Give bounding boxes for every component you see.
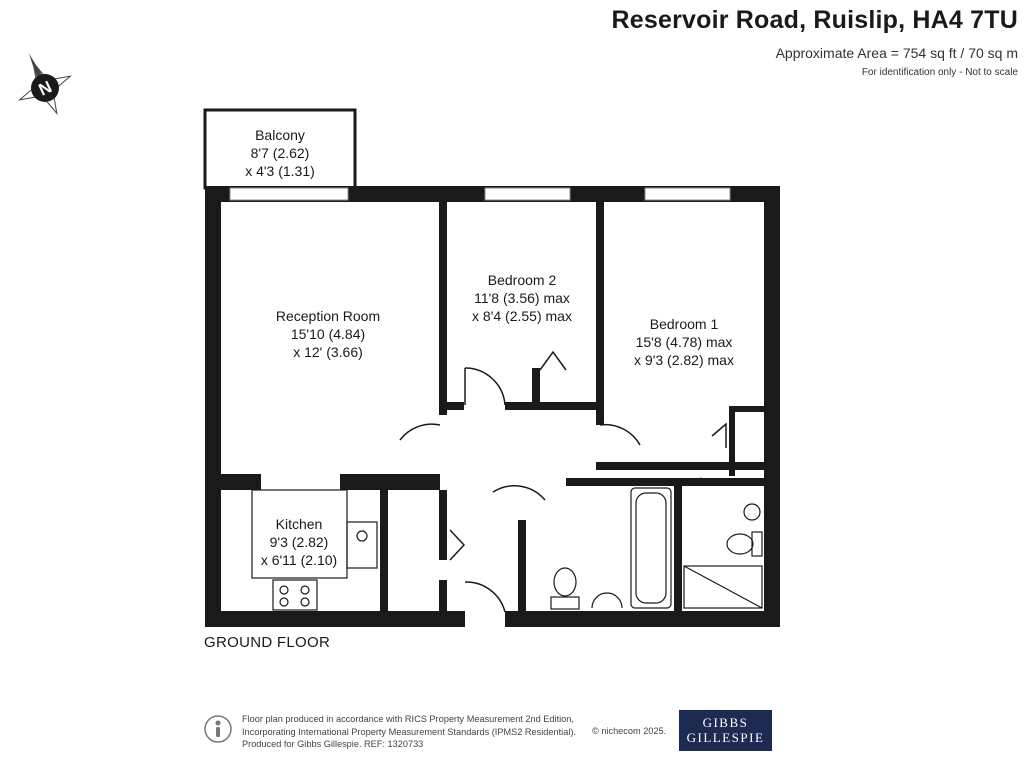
reception-dim2: x 12' (3.66) (293, 344, 363, 360)
reception-dim1: 15'10 (4.84) (291, 326, 365, 342)
kitchen-fixtures (251, 489, 378, 611)
bedroom1-name: Bedroom 1 (650, 316, 719, 332)
walls (205, 186, 780, 627)
gibbs-gillespie-logo: GIBBS GILLESPIE (679, 710, 772, 751)
floor-plan: Balcony 8'7 (2.62) x 4'3 (1.31) Receptio… (203, 108, 780, 627)
balcony-dim1: 8'7 (2.62) (251, 145, 310, 161)
bedroom2-name: Bedroom 2 (488, 272, 557, 288)
room-labels: Balcony 8'7 (2.62) x 4'3 (1.31) Receptio… (245, 127, 734, 568)
logo-line-1: GIBBS (702, 715, 749, 730)
footer-copyright: © nichecom 2025. (592, 726, 667, 736)
identification-note: For identification only - Not to scale (861, 67, 1018, 78)
footer-line-1: Floor plan produced in accordance with R… (242, 714, 574, 724)
property-title: Reservoir Road, Ruislip, HA4 7TU (611, 6, 1018, 34)
door-swings (399, 350, 733, 613)
person-info-icon (204, 715, 232, 743)
bedroom2-dim1: 11'8 (3.56) max (474, 290, 570, 306)
bathroom-fixtures (550, 487, 763, 610)
compass-icon: N (17, 53, 73, 116)
bedroom1-dim1: 15'8 (4.78) max (636, 334, 733, 350)
bedroom1-dim2: x 9'3 (2.82) max (634, 352, 734, 368)
approximate-area: Approximate Area = 754 sq ft / 70 sq m (775, 45, 1018, 61)
floor-label: GROUND FLOOR (204, 634, 331, 651)
footer-line-3: Produced for Gibbs Gillespie. REF: 13207… (242, 739, 424, 749)
kitchen-dim1: 9'3 (2.82) (270, 534, 329, 550)
bedroom2-dim2: x 8'4 (2.55) max (472, 308, 572, 324)
balcony-dim2: x 4'3 (1.31) (245, 163, 315, 179)
kitchen-name: Kitchen (276, 516, 323, 532)
footer-disclaimer: Floor plan produced in accordance with R… (242, 713, 587, 751)
balcony-name: Balcony (255, 127, 305, 143)
footer-line-2: Incorporating International Property Mea… (242, 726, 576, 737)
kitchen-dim2: x 6'11 (2.10) (261, 552, 337, 568)
reception-name: Reception Room (276, 308, 380, 324)
windows (229, 187, 731, 201)
logo-line-2: GILLESPIE (686, 730, 765, 745)
